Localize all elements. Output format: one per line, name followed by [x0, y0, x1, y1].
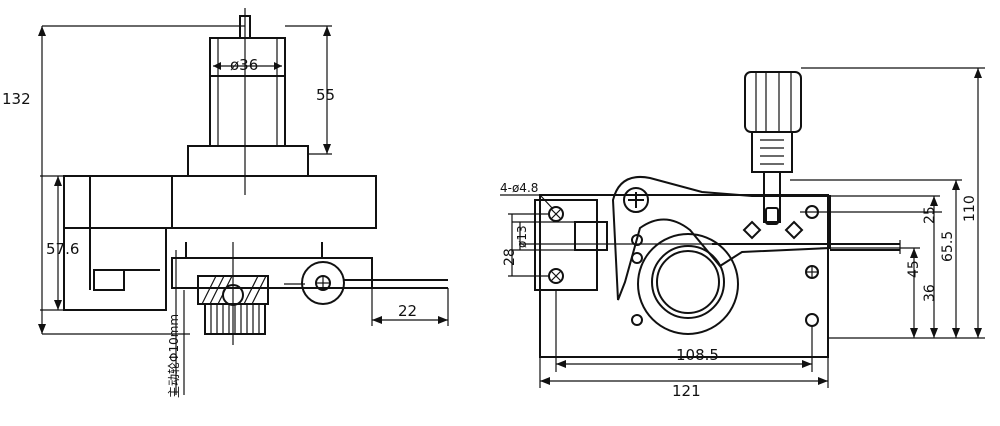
offset-label: 22 — [398, 302, 417, 320]
base-plate — [539, 194, 829, 358]
holes-label: 4-ø4.8 — [500, 181, 538, 195]
front-view: ø36 — [2, 8, 449, 398]
height-110-label: 110 — [962, 195, 978, 222]
height-28-label: 28 — [502, 248, 518, 266]
hole-spacing-label: ø13 — [515, 225, 529, 248]
tension-screw — [751, 131, 793, 173]
drive-roller-note: 主动轮Φ10mm — [167, 314, 181, 398]
pressure-knob — [301, 261, 345, 305]
height-36-label: 36 — [922, 284, 938, 302]
arm-pivot — [623, 187, 649, 213]
pressure-arm — [611, 176, 831, 301]
mount-block — [534, 199, 598, 291]
motor-body — [209, 37, 286, 147]
bolt-left — [742, 220, 762, 240]
feed-roller-outer — [637, 233, 739, 335]
width-108-5-label: 108.5 — [676, 346, 719, 364]
height-65-5-label: 65.5 — [940, 231, 956, 262]
tension-knob — [744, 71, 802, 133]
total-height-label: 132 — [2, 90, 31, 108]
feed-plate — [171, 257, 373, 289]
motor-height-label: 55 — [316, 86, 335, 104]
inlet-guide — [574, 221, 608, 251]
gearbox-body — [63, 175, 377, 229]
height-25-label: 25 — [922, 206, 938, 224]
side-view: 4-ø4.8 ø13 28 108.5 121 110 — [500, 67, 985, 400]
bolt-right — [784, 220, 804, 240]
body-height-label: 57.6 — [46, 240, 79, 258]
side-block — [63, 227, 167, 311]
feed-roller — [651, 245, 725, 319]
motor-flange — [187, 145, 309, 177]
width-121-label: 121 — [672, 382, 701, 400]
motor-diameter-label: ø36 — [230, 56, 258, 74]
